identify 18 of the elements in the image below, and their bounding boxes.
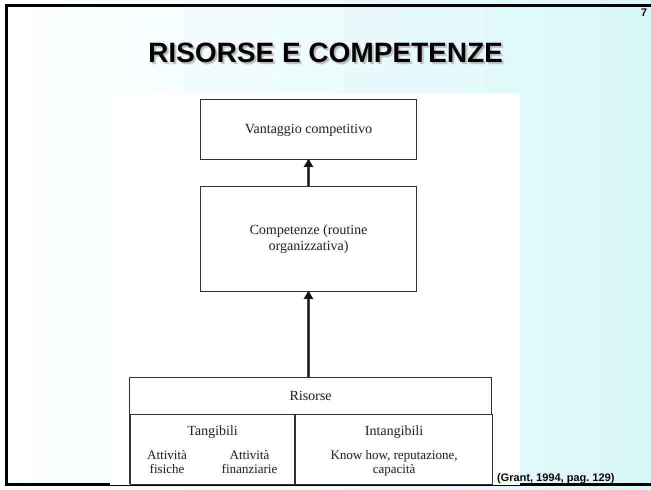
box-text: Vantaggio competitivo — [244, 122, 372, 138]
process-box — [200, 186, 417, 292]
page-number: 7 — [640, 6, 647, 21]
cell-heading: Intangibili — [364, 423, 424, 441]
arrow — [304, 291, 314, 377]
title: RISORSE E COMPETENZE — [147, 36, 504, 70]
table-cell — [130, 414, 295, 485]
table-cell — [295, 414, 493, 485]
cell-text: Attività finanziarie — [220, 448, 278, 476]
cell-heading: Tangibili — [187, 423, 238, 441]
arrow — [304, 159, 314, 186]
cell-text: Know how, reputazione, capacità — [330, 448, 458, 476]
box-title: Risorse — [290, 388, 332, 406]
process-box — [129, 377, 492, 484]
process-box — [200, 99, 417, 160]
box-text: Competenze (routine organizzativa) — [248, 223, 368, 255]
cell-text: Attività fisiche — [146, 448, 188, 476]
source-citation: (Grant, 1994, pag. 129) — [497, 471, 614, 486]
